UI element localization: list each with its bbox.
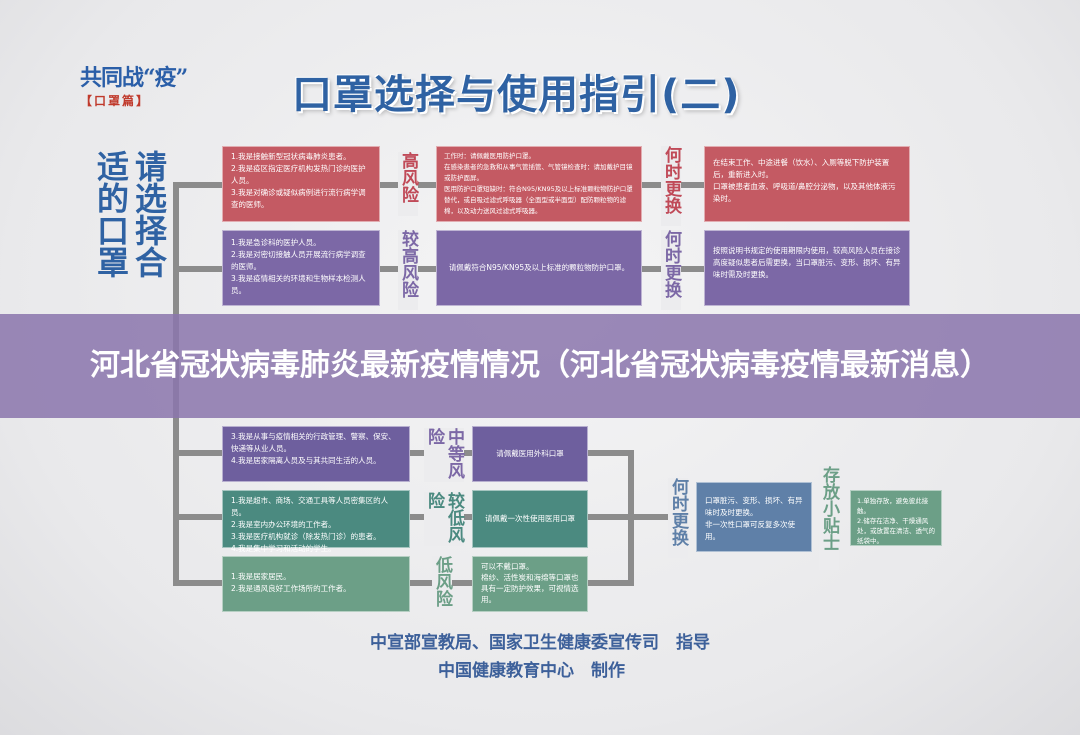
who-item: 1.我是急诊科的医护人员。 — [231, 238, 321, 247]
who-item: 3.我是从事与疫情相关的行政管理、警察、保安、快递等从业人员。 — [231, 432, 396, 453]
page-title: 口罩选择与使用指引(二) — [292, 72, 741, 118]
when-item: 口罩被患者血液、呼吸道/鼻腔分泌物，以及其他体液污染时。 — [713, 182, 896, 203]
who-item: 2.我是通风良好工作场所的工作者。 — [231, 584, 351, 593]
bracket-arm — [588, 450, 632, 456]
lower-risk-label: 较低风险 — [424, 492, 464, 546]
footer-made: 中国健康教育中心 制作 — [438, 661, 625, 681]
low-risk-label: 低风险 — [432, 556, 452, 616]
who-item: 4.我是集中学习和活动的学生。 — [231, 544, 336, 553]
headline-text: 河北省冠状病毒肺炎最新疫情情况（河北省冠状病毒疫情最新消息） — [90, 348, 990, 383]
mask-item: 可以不戴口罩。 — [481, 562, 534, 571]
who-item: 1.我是居家居民。 — [231, 572, 291, 581]
tip-item: 2.储存在洁净、干燥通风处，或放置在清洁、透气的纸袋中。 — [857, 517, 935, 545]
high-risk-when: 在结束工作、中途进餐（饮水）、入厕等脱下防护装置后，重新进入时。口罩被患者血液、… — [704, 146, 910, 222]
who-item: 2.我是对密切接触人员开展流行病学调查的医师。 — [231, 250, 366, 271]
bracket-arm — [588, 514, 668, 520]
mask-item: 在感染患者的急救和从事气管插管、气管镜检查时：请加戴护目镜或防护面屏。 — [444, 163, 633, 182]
medium-risk-who: 3.我是从事与疫情相关的行政管理、警察、保安、快递等从业人员。 4.我是居家隔离人… — [222, 426, 410, 482]
bracket-arm — [173, 182, 223, 188]
who-item: 1.我是接触新型冠状病毒肺炎患者。 — [231, 152, 351, 161]
higher-risk-label: 较高风险 — [398, 230, 418, 310]
bracket-arm — [173, 266, 223, 272]
high-risk-who: 1.我是接触新型冠状病毒肺炎患者。 2.我是疫区指定医疗机构发热门诊的医护人员。 3… — [222, 146, 380, 222]
logo-subtitle: 【口罩篇】 — [80, 94, 151, 108]
bracket-arm — [173, 450, 223, 456]
bracket-arm — [173, 514, 223, 520]
who-item: 2.我是室内办公环境的工作者。 — [231, 520, 336, 529]
when-change-label: 何时更换 — [661, 146, 681, 226]
who-item: 3.我是对确诊或疑似病例进行流行病学调查的医师。 — [231, 188, 366, 209]
who-item: 3.我是疫情相关的环境和生物样本检测人员。 — [231, 274, 366, 295]
mask-item: 棉纱、活性炭和海绵等口罩也具有一定防护效果，可视情选用。 — [481, 573, 579, 604]
when-item: 非一次性口罩可反复多次使用。 — [705, 520, 795, 541]
low-risk-who: 1.我是居家居民。 2.我是通风良好工作场所的工作者。 — [222, 556, 410, 612]
tips-label: 存放小贴士 — [819, 466, 839, 570]
higher-risk-who: 1.我是急诊科的医护人员。 2.我是对密切接触人员开展流行病学调查的医师。 3.我是… — [222, 230, 380, 306]
lower-risk-mask: 请佩戴一次性使用医用口罩 — [472, 490, 588, 548]
when-item: 口罩脏污、变形、损坏、有异味时及时更换。 — [705, 496, 803, 517]
who-item: 1.我是超市、商场、交通工具等人员密集区的人员。 — [231, 496, 389, 517]
footer-guide: 中宣部宣教局、国家卫生健康委宣传司 指导 — [370, 633, 710, 653]
headline-banner: 河北省冠状病毒肺炎最新疫情情况（河北省冠状病毒疫情最新消息） — [0, 314, 1080, 418]
side-label: 请选择合适的口罩 — [92, 150, 168, 278]
medium-risk-label: 中等风险 — [424, 428, 464, 482]
bracket-arm — [173, 580, 223, 586]
high-risk-label: 高风险 — [398, 152, 418, 216]
medium-risk-mask: 请佩戴医用外科口罩 — [472, 426, 588, 482]
logo-title: 共同战“疫” — [80, 65, 188, 91]
higher-risk-when: 按照说明书规定的使用期限内使用，较高风险人员在接诊高度疑似患者后需更换，当口罩脏… — [704, 230, 910, 306]
shared-when-label: 何时更换 — [668, 478, 688, 558]
who-item: 4.我是居家隔离人员及与其共同生活的人员。 — [231, 456, 381, 465]
bracket-arm — [588, 580, 632, 586]
lower-risk-who: 1.我是超市、商场、交通工具等人员密集区的人员。 2.我是室内办公环境的工作者。 3… — [222, 490, 410, 553]
when-item: 在结束工作、中途进餐（饮水）、入厕等脱下防护装置后，重新进入时。 — [713, 158, 890, 179]
tip-item: 1.单独存放，避免彼此接触。 — [857, 497, 929, 515]
mask-item: 医用防护口罩短缺时：符合N95/KN95及以上标准颗粒物防护口罩替代，或自吸过滤… — [444, 185, 633, 215]
mask-item: 工作时：请佩戴医用防护口罩。 — [444, 152, 535, 160]
when-change-label: 何时更换 — [661, 230, 681, 310]
shared-when-box: 口罩脏污、变形、损坏、有异味时及时更换。非一次性口罩可反复多次使用。 — [696, 482, 812, 552]
low-risk-mask: 可以不戴口罩。棉纱、活性炭和海绵等口罩也具有一定防护效果，可视情选用。 — [472, 556, 588, 612]
who-item: 2.我是疫区指定医疗机构发热门诊的医护人员。 — [231, 164, 366, 185]
tips-box: 1.单独存放，避免彼此接触。 2.储存在洁净、干燥通风处，或放置在清洁、透气的纸袋… — [850, 490, 942, 546]
higher-risk-mask: 请佩戴符合N95/KN95及以上标准的颗粒物防护口罩。 — [436, 230, 642, 306]
high-risk-mask: 工作时：请佩戴医用防护口罩。在感染患者的急救和从事气管插管、气管镜检查时：请加戴… — [436, 146, 642, 222]
who-item: 3.我是医疗机构就诊（除发热门诊）的患者。 — [231, 532, 381, 541]
